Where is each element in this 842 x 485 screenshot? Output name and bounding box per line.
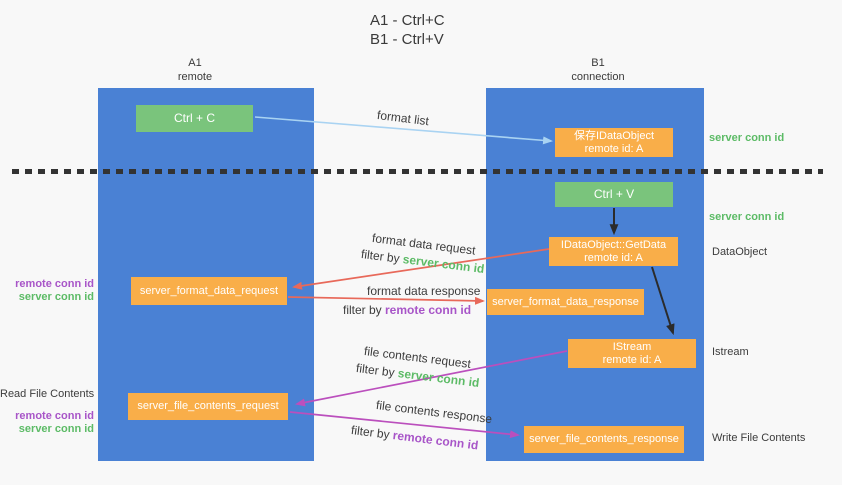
istream-line1: IStream xyxy=(612,340,652,353)
node-server-format-data-response: server_format_data_response xyxy=(487,289,644,315)
remote-conn-id-text: remote conn id xyxy=(385,303,472,317)
lane-a1-role: remote xyxy=(177,71,213,83)
diagram-title: A1 - Ctrl+C B1 - Ctrl+V xyxy=(370,11,445,49)
server-format-data-response-label: server_format_data_response xyxy=(492,295,639,308)
dotted-separator-line xyxy=(12,169,823,174)
istream-line2: remote id: A xyxy=(602,353,662,366)
label-format-data-response: format data response xyxy=(367,284,481,298)
server-file-contents-response-label: server_file_contents_response xyxy=(529,433,679,445)
arrow-format-data-response xyxy=(287,296,485,305)
node-idataobject-getdata: IDataObject::GetData remote id: A xyxy=(549,237,678,266)
server-file-contents-request-label: server_file_contents_request xyxy=(137,400,279,412)
left-conn-id-stack-2: remote conn id server conn id xyxy=(0,410,94,436)
label-read-file-contents: Read File Contents xyxy=(0,388,95,400)
label-server-conn-id-right-top: server conn id xyxy=(709,132,785,144)
filter-by-text: filter by xyxy=(343,303,386,317)
label-filter-by-remote-conn-id-1: filter by remote conn id xyxy=(343,303,471,317)
arrow-file-contents-response xyxy=(289,411,520,439)
node-ctrl-c: Ctrl + C xyxy=(136,105,253,132)
lane-header-a1: A1 remote xyxy=(145,56,245,84)
lane-header-b1: B1 connection xyxy=(548,56,648,84)
label-istream: Istream xyxy=(712,346,749,358)
node-server-file-contents-request: server_file_contents_request xyxy=(128,393,288,420)
arrow-format-data-request xyxy=(292,248,550,290)
title-line-2: B1 - Ctrl+V xyxy=(370,31,444,48)
node-ctrl-v: Ctrl + V xyxy=(555,182,673,207)
lane-b1-name: B1 xyxy=(591,57,605,69)
save-idataobject-line1: 保存IDataObject xyxy=(573,129,655,142)
arrow-getdata-to-istream xyxy=(651,266,675,336)
label-dataobject: DataObject xyxy=(712,246,768,258)
node-save-idataobject: 保存IDataObject remote id: A xyxy=(555,128,673,157)
node-server-format-data-request: server_format_data_request xyxy=(131,277,287,305)
label-server-conn-id-left-1: server conn id xyxy=(18,291,94,303)
node-server-file-contents-response: server_file_contents_response xyxy=(524,426,684,453)
label-write-file-contents: Write File Contents xyxy=(712,432,806,444)
ctrl-c-label: Ctrl + C xyxy=(173,111,215,125)
lane-a1-name: A1 xyxy=(188,57,202,69)
getdata-line1: IDataObject::GetData xyxy=(560,238,667,251)
left-conn-id-stack-1: remote conn id server conn id xyxy=(0,278,94,304)
label-remote-conn-id-left-1: remote conn id xyxy=(15,278,94,290)
server-format-data-request-label: server_format_data_request xyxy=(139,284,279,297)
getdata-line2: remote id: A xyxy=(584,251,643,264)
node-istream: IStream remote id: A xyxy=(568,339,696,368)
label-remote-conn-id-left-2: remote conn id xyxy=(15,410,94,422)
label-server-conn-id-right-mid: server conn id xyxy=(709,211,785,223)
lane-b1-role: connection xyxy=(571,71,625,83)
label-server-conn-id-left-2: server conn id xyxy=(18,423,94,435)
title-line-1: A1 - Ctrl+C xyxy=(370,12,445,29)
arrow-format-list xyxy=(254,116,553,145)
arrow-file-contents-request xyxy=(295,350,568,407)
ctrl-v-label: Ctrl + V xyxy=(593,187,635,201)
save-idataobject-line2: remote id: A xyxy=(584,142,644,155)
